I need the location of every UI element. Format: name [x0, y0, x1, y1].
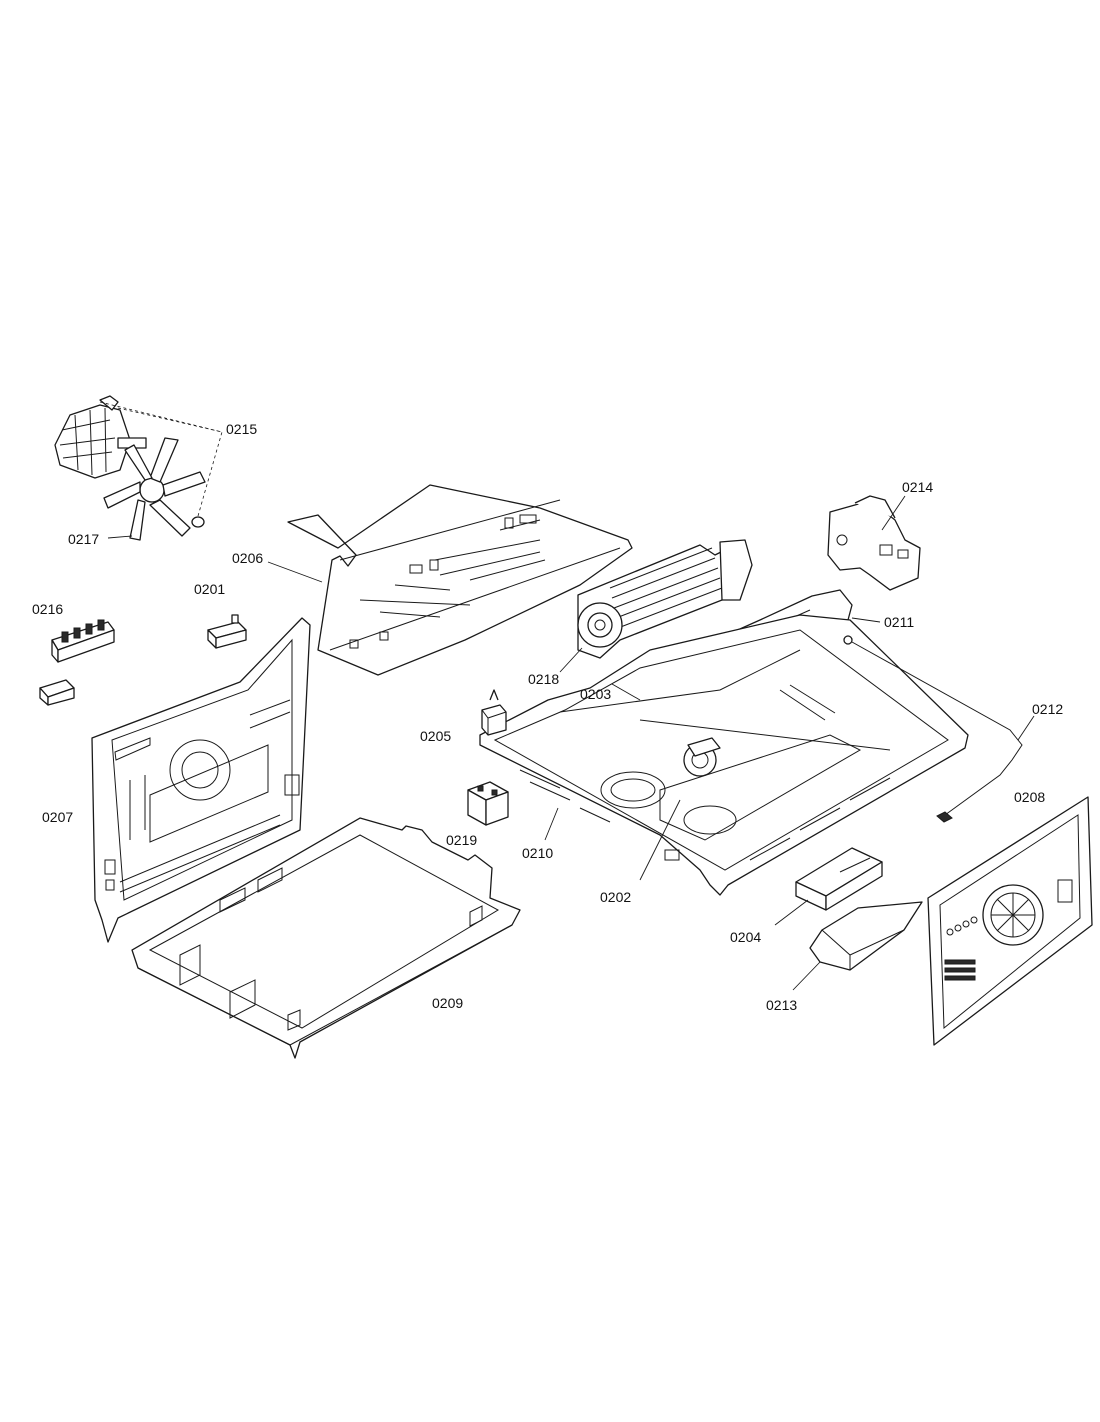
callout-0213: 0213 — [766, 997, 797, 1013]
fan-blade — [103, 437, 206, 541]
base-plate — [479, 614, 969, 896]
callout-0211: 0211 — [884, 614, 914, 630]
fan-nut — [191, 516, 205, 528]
callout-0214: 0214 — [902, 479, 933, 495]
callout-0206: 0206 — [232, 550, 263, 566]
callout-0215: 0215 — [226, 421, 257, 437]
callout-0210: 0210 — [522, 845, 553, 861]
tangential-blower — [577, 539, 753, 659]
callout-0204: 0204 — [730, 929, 761, 945]
callout-0203: 0203 — [580, 686, 611, 702]
callout-0216: 0216 — [32, 601, 63, 617]
callout-0219: 0219 — [446, 832, 477, 848]
rear-panel — [91, 617, 311, 943]
terminal-block — [51, 619, 115, 663]
callout-0208: 0208 — [1014, 789, 1045, 805]
relay-0219 — [467, 781, 509, 826]
callout-0217: 0217 — [68, 531, 99, 547]
front-deflector — [809, 901, 923, 971]
fan-motor-assembly — [54, 395, 147, 479]
callout-0202: 0202 — [600, 889, 631, 905]
sensor-0205 — [481, 689, 507, 736]
probe-cable — [843, 635, 1023, 823]
electronic-module — [795, 847, 883, 911]
callout-0209: 0209 — [432, 995, 463, 1011]
switch-0201 — [207, 614, 247, 649]
callout-0212: 0212 — [1032, 701, 1063, 717]
callout-0218: 0218 — [528, 671, 559, 687]
terminal-connector — [39, 679, 75, 706]
latch-bracket — [827, 495, 921, 591]
upper-cover-plate — [287, 484, 633, 676]
bottom-tray — [131, 817, 521, 1059]
front-control-panel — [927, 796, 1093, 1046]
callout-0207: 0207 — [42, 809, 73, 825]
callout-0205: 0205 — [420, 728, 451, 744]
callout-0201: 0201 — [194, 581, 225, 597]
